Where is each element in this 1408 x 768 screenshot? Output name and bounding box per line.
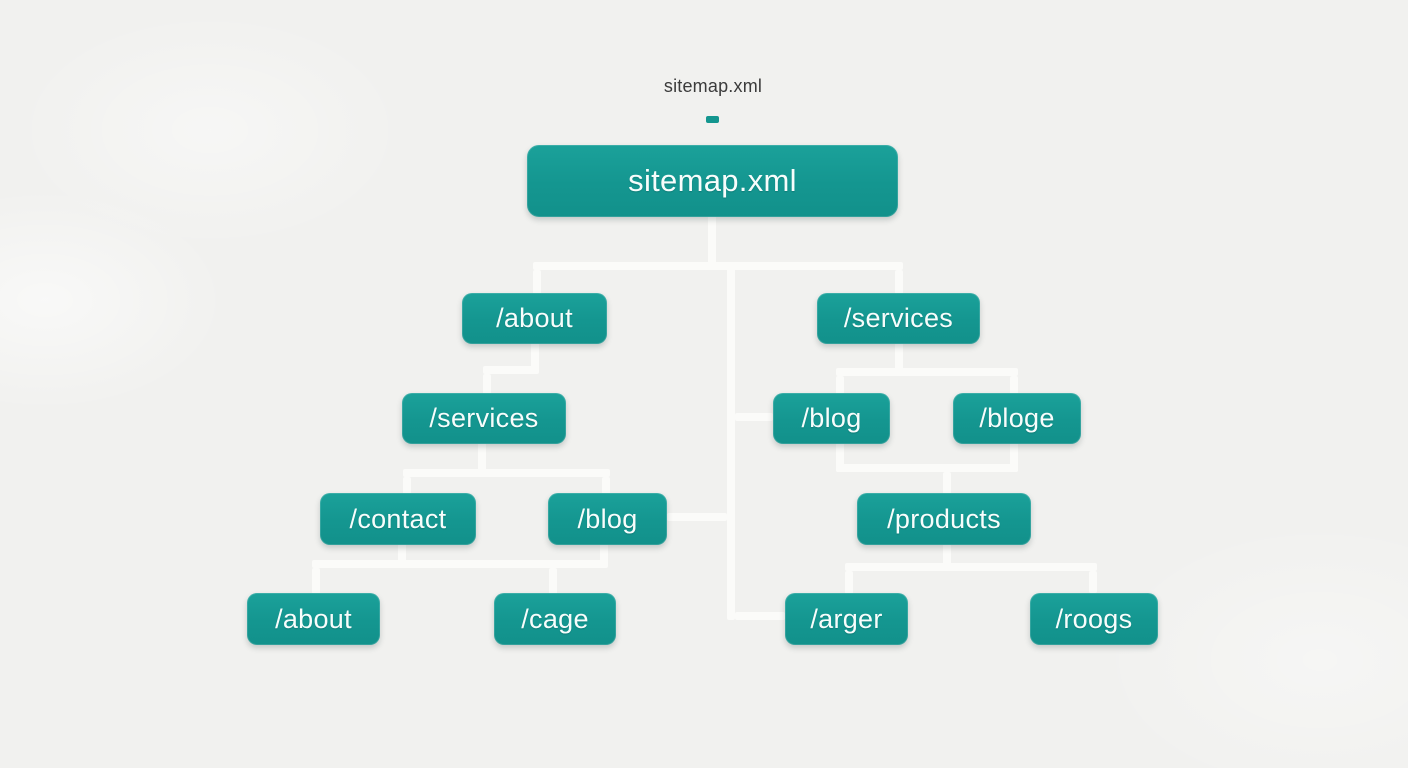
connector-products-r3-down [943, 544, 951, 567]
node-cage-level4-left: /cage [494, 593, 616, 645]
node-roogs-level4-right: /roogs [1030, 593, 1158, 645]
connector-horiz-r2 [836, 368, 1018, 376]
node-label: /cage [521, 603, 589, 634]
node-label: /about [275, 603, 352, 634]
connector-drop-blog-l3 [602, 477, 610, 494]
connector-horiz-l2 [483, 366, 539, 374]
connector-services-r1-down [895, 343, 903, 372]
connector-top-horizontal [533, 262, 903, 270]
connector-bloge-r2-down [1010, 443, 1018, 472]
node-label: /blog [577, 503, 638, 534]
connector-drop-bloge-r2 [1010, 376, 1018, 394]
node-label: /about [496, 303, 573, 333]
node-label: /arger [810, 603, 883, 634]
connector-drop-cage-l4 [549, 568, 557, 594]
connector-merge-horiz-r3 [836, 464, 1018, 472]
node-label: /bloge [979, 403, 1055, 433]
node-blog-level3-left: /blog [548, 493, 667, 545]
connector-drop-about-l1 [533, 270, 541, 294]
node-label: /roogs [1055, 603, 1133, 634]
connector-drop-roogs-r4 [1089, 571, 1097, 593]
connector-about-l1-down [531, 343, 539, 370]
connector-drop-services-r1 [895, 270, 903, 294]
connector-blog-r2-down [836, 443, 844, 472]
caption-dash-marker [706, 116, 719, 123]
connector-root-down [708, 216, 716, 266]
connector-horiz-l4 [312, 560, 608, 568]
connector-center-trunk [727, 262, 735, 620]
node-products-level3-right: /products [857, 493, 1031, 545]
node-about-level1: /about [462, 293, 607, 344]
node-label: /products [887, 503, 1001, 534]
connector-stub-blog-r2 [735, 413, 773, 421]
connector-drop-services-l2 [483, 374, 491, 394]
connector-horiz-r4 [845, 563, 1097, 571]
node-services-level1-right: /services [817, 293, 980, 344]
connector-drop-about-l4 [312, 568, 320, 594]
diagram-caption: sitemap.xml [663, 76, 763, 96]
node-label: /services [843, 303, 954, 333]
node-blog-level2-right: /blog [773, 393, 890, 444]
node-services-level2-left: /services [402, 393, 566, 444]
node-label: sitemap.xml [628, 163, 797, 198]
connector-horiz-l3 [403, 469, 610, 477]
node-label: /blog [801, 403, 862, 433]
connector-drop-blog-r2 [836, 376, 844, 394]
node-sitemap-root: sitemap.xml [527, 145, 898, 217]
connector-stub-arger-r4 [735, 612, 785, 620]
node-bloge-level2-right: /bloge [953, 393, 1081, 444]
node-about-level4-left: /about [247, 593, 380, 645]
connector-drop-products-r3 [943, 472, 951, 494]
node-contact-level3-left: /contact [320, 493, 476, 545]
node-arger-level4-right: /arger [785, 593, 908, 645]
node-label: /services [429, 403, 539, 433]
connector-drop-arger-r4 [845, 571, 853, 594]
connector-contact-l3-down [398, 543, 406, 564]
connector-blog-l3-down [600, 544, 608, 564]
connector-stub-blog-l3 [667, 513, 727, 521]
node-label: /contact [349, 503, 447, 534]
connector-services-l2-down [478, 443, 486, 473]
connector-drop-contact-l3 [403, 477, 411, 494]
